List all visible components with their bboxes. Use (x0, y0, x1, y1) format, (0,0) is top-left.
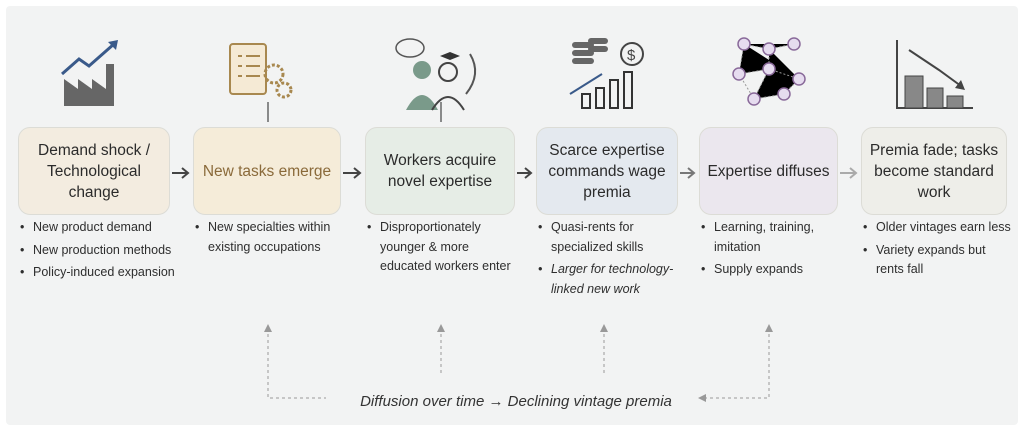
bullet-item: Policy-induced expansion (20, 263, 178, 283)
step-title: Demand shock / Technological change (38, 141, 150, 201)
coins-rising-bars-icon: $ (536, 18, 678, 114)
step-box: New tasks emerge (193, 127, 341, 215)
dashed-feedback-line (706, 328, 770, 399)
bullet-list: Quasi-rents for specialized skillsLarger… (538, 218, 686, 302)
bullet-item: Disproportionately younger & more educat… (367, 218, 523, 277)
arrow-right-icon (343, 166, 362, 179)
bullet-list: Disproportionately younger & more educat… (367, 218, 523, 280)
step-box: Premia fade; tasks become standard work (861, 127, 1007, 215)
svg-text:$: $ (627, 47, 636, 64)
step-box: Expertise diffuses (699, 127, 838, 215)
connectors (264, 102, 773, 402)
step-title: Expertise diffuses (707, 162, 830, 180)
arrow-right-icon (172, 166, 190, 179)
diagram-canvas: $ Demand shock / Technological changeNew… (6, 6, 1018, 425)
arrow-right-icon (840, 166, 858, 179)
footer-caption: Diffusion over time → Declining vintage … (360, 393, 672, 410)
dashed-feedback-line (267, 328, 326, 399)
bullet-list: Older vintages earn lessVariety expands … (863, 218, 1015, 283)
bullet-item: Older vintages earn less (863, 218, 1015, 238)
bullet-item: Larger for technology-linked new work (538, 260, 686, 299)
bullet-item: New specialties within existing occupati… (195, 218, 349, 257)
declining-bars-icon (861, 18, 1007, 114)
checklist-gears-icon (193, 18, 341, 114)
step-box: Scarce expertise commands wage premia (536, 127, 678, 215)
bullet-list: New specialties within existing occupati… (195, 218, 349, 260)
arrow-right-icon (517, 166, 533, 179)
bullet-list: New product demandNew production methods… (20, 218, 178, 286)
step-box: Workers acquire novel expertise (365, 127, 515, 215)
network-people-icon (699, 18, 838, 114)
bullet-item: New product demand (20, 218, 178, 238)
step-title: New tasks emerge (202, 162, 332, 180)
bullet-item: Variety expands but rents fall (863, 241, 1015, 280)
step-title: Workers acquire novel expertise (383, 152, 497, 190)
bullet-item: New production methods (20, 241, 178, 261)
step-box: Demand shock / Technological change (18, 127, 170, 215)
bullet-item: Supply expands (701, 260, 846, 280)
workers-learning-icon (365, 18, 515, 114)
step-title: Scarce expertise commands wage premia (548, 141, 666, 201)
step-title: Premia fade; tasks become standard work (869, 141, 999, 201)
bullet-item: Quasi-rents for specialized skills (538, 218, 686, 257)
factory-growth-icon (18, 18, 170, 114)
bullet-item: Learning, training, imitation (701, 218, 846, 257)
arrow-right-icon (680, 166, 696, 179)
bullet-list: Learning, training, imitationSupply expa… (701, 218, 846, 283)
